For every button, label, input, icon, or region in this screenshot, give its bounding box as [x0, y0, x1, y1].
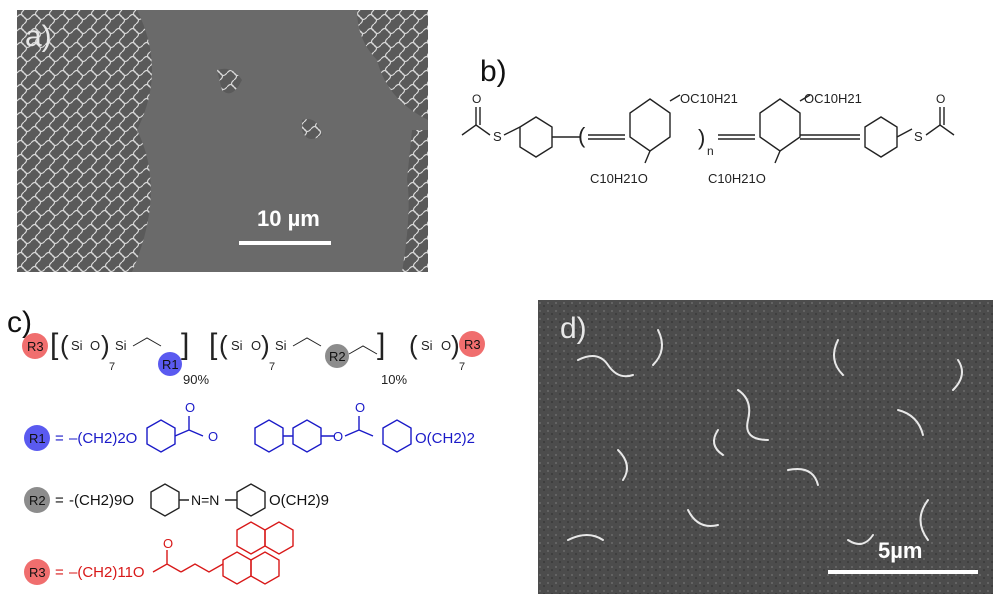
- r1-def-suffix: O(CH2)2: [415, 430, 475, 447]
- panel-label-b: b): [480, 55, 507, 88]
- r3-def-label: R3: [29, 565, 46, 580]
- o-3: O: [441, 338, 451, 353]
- r2-def-label: R2: [29, 493, 46, 508]
- sulfur-right: S: [914, 129, 923, 144]
- structure-panel-c: c) R3 [ ( Si O ) 7 Si R1 ] 90% [ ( Si O …: [5, 298, 525, 604]
- si-4: Si: [275, 338, 287, 353]
- sem-image-d: d) 5µm: [538, 300, 993, 594]
- svg-text:[: [: [209, 328, 218, 361]
- substituent-top-1: OC10H21: [680, 91, 738, 106]
- svg-text:(: (: [409, 330, 418, 360]
- r3-badge-right: [459, 331, 485, 357]
- r1-chain-label: R1: [162, 357, 179, 372]
- r1-o-2: O: [333, 429, 343, 444]
- r2-def-suffix: O(CH2)9: [269, 492, 329, 509]
- sem-texture-d: [538, 300, 993, 594]
- o-1: O: [90, 338, 100, 353]
- si-5: Si: [421, 338, 433, 353]
- svg-text:[: [: [50, 328, 59, 361]
- panel-label-c: c): [7, 306, 32, 339]
- svg-text:(: (: [60, 330, 69, 360]
- r1-o-1: O: [208, 429, 218, 444]
- r1-def-label: R1: [29, 431, 46, 446]
- si-3: Si: [231, 338, 243, 353]
- r2-azo: N=N: [191, 492, 219, 508]
- svg-text:): ): [451, 330, 460, 360]
- scale-label-d: 5µm: [878, 538, 923, 563]
- sem-image-a: a) 10 µm: [17, 10, 428, 272]
- scale-label-a: 10 µm: [257, 206, 320, 231]
- substituent-top-2: OC10H21: [804, 91, 862, 106]
- repeat-n: n: [707, 144, 714, 158]
- scale-bar-a: [239, 241, 331, 245]
- carbonyl-o-left: O: [472, 92, 481, 106]
- r1-def-prefix: –(CH2)2O: [69, 430, 137, 447]
- structure-c: R3 [ ( Si O ) 7 Si R1 ] 90% [ ( Si O ) 7…: [22, 328, 485, 585]
- panel-label-a: a): [25, 20, 52, 53]
- sub7-2: 7: [269, 361, 275, 373]
- si-1: Si: [71, 338, 83, 353]
- carbonyl-o-right: O: [936, 92, 945, 106]
- substituent-bottom-1: C10H21O: [590, 171, 648, 186]
- svg-text:]: ]: [181, 328, 189, 361]
- structure-b: O S ( OC10H21 C10H21O ) n OC10H21 C10H21…: [461, 91, 955, 186]
- r3-left-label: R3: [27, 339, 44, 354]
- pct10: 10%: [381, 372, 407, 387]
- svg-text:(: (: [219, 330, 228, 360]
- pct90: 90%: [183, 372, 209, 387]
- si-2: Si: [115, 338, 127, 353]
- r2-equals: =: [55, 492, 64, 509]
- o-2: O: [251, 338, 261, 353]
- r3-def-prefix: –(CH2)11O: [69, 564, 145, 581]
- r3-equals: =: [55, 564, 64, 581]
- svg-text:): ): [101, 330, 110, 360]
- sulfur-left: S: [493, 129, 502, 144]
- r1-o-carbonyl-2: O: [355, 400, 365, 415]
- sub7-1: 7: [109, 361, 115, 373]
- svg-text:(: (: [578, 123, 586, 148]
- r2-def-prefix: -(CH2)9O: [69, 492, 134, 509]
- svg-text:): ): [261, 330, 270, 360]
- r1-badge-chain: [158, 352, 182, 376]
- r3-badge-def: [24, 559, 50, 585]
- substituent-bottom-2: C10H21O: [708, 171, 766, 186]
- r3-badge-left: [22, 333, 48, 359]
- sem-texture-a: [17, 10, 428, 272]
- scale-bar-d: [828, 570, 978, 574]
- svg-text:): ): [698, 125, 705, 150]
- r2-chain-label: R2: [329, 349, 346, 364]
- r3-right-label: R3: [464, 337, 481, 352]
- r1-badge-def: [24, 425, 50, 451]
- svg-text:]: ]: [377, 328, 385, 361]
- r1-o-carbonyl-1: O: [185, 400, 195, 415]
- panel-label-d: d): [560, 312, 587, 345]
- structure-panel-b: b) O S ( OC10H21 C10H21O ) n OC10H21 C10…: [440, 55, 1000, 205]
- sub7-3: 7: [459, 361, 465, 373]
- r3-o-carbonyl: O: [163, 536, 173, 551]
- r1-equals: =: [55, 430, 64, 447]
- r2-badge-def: [24, 487, 50, 513]
- r2-badge-chain: [325, 344, 349, 368]
